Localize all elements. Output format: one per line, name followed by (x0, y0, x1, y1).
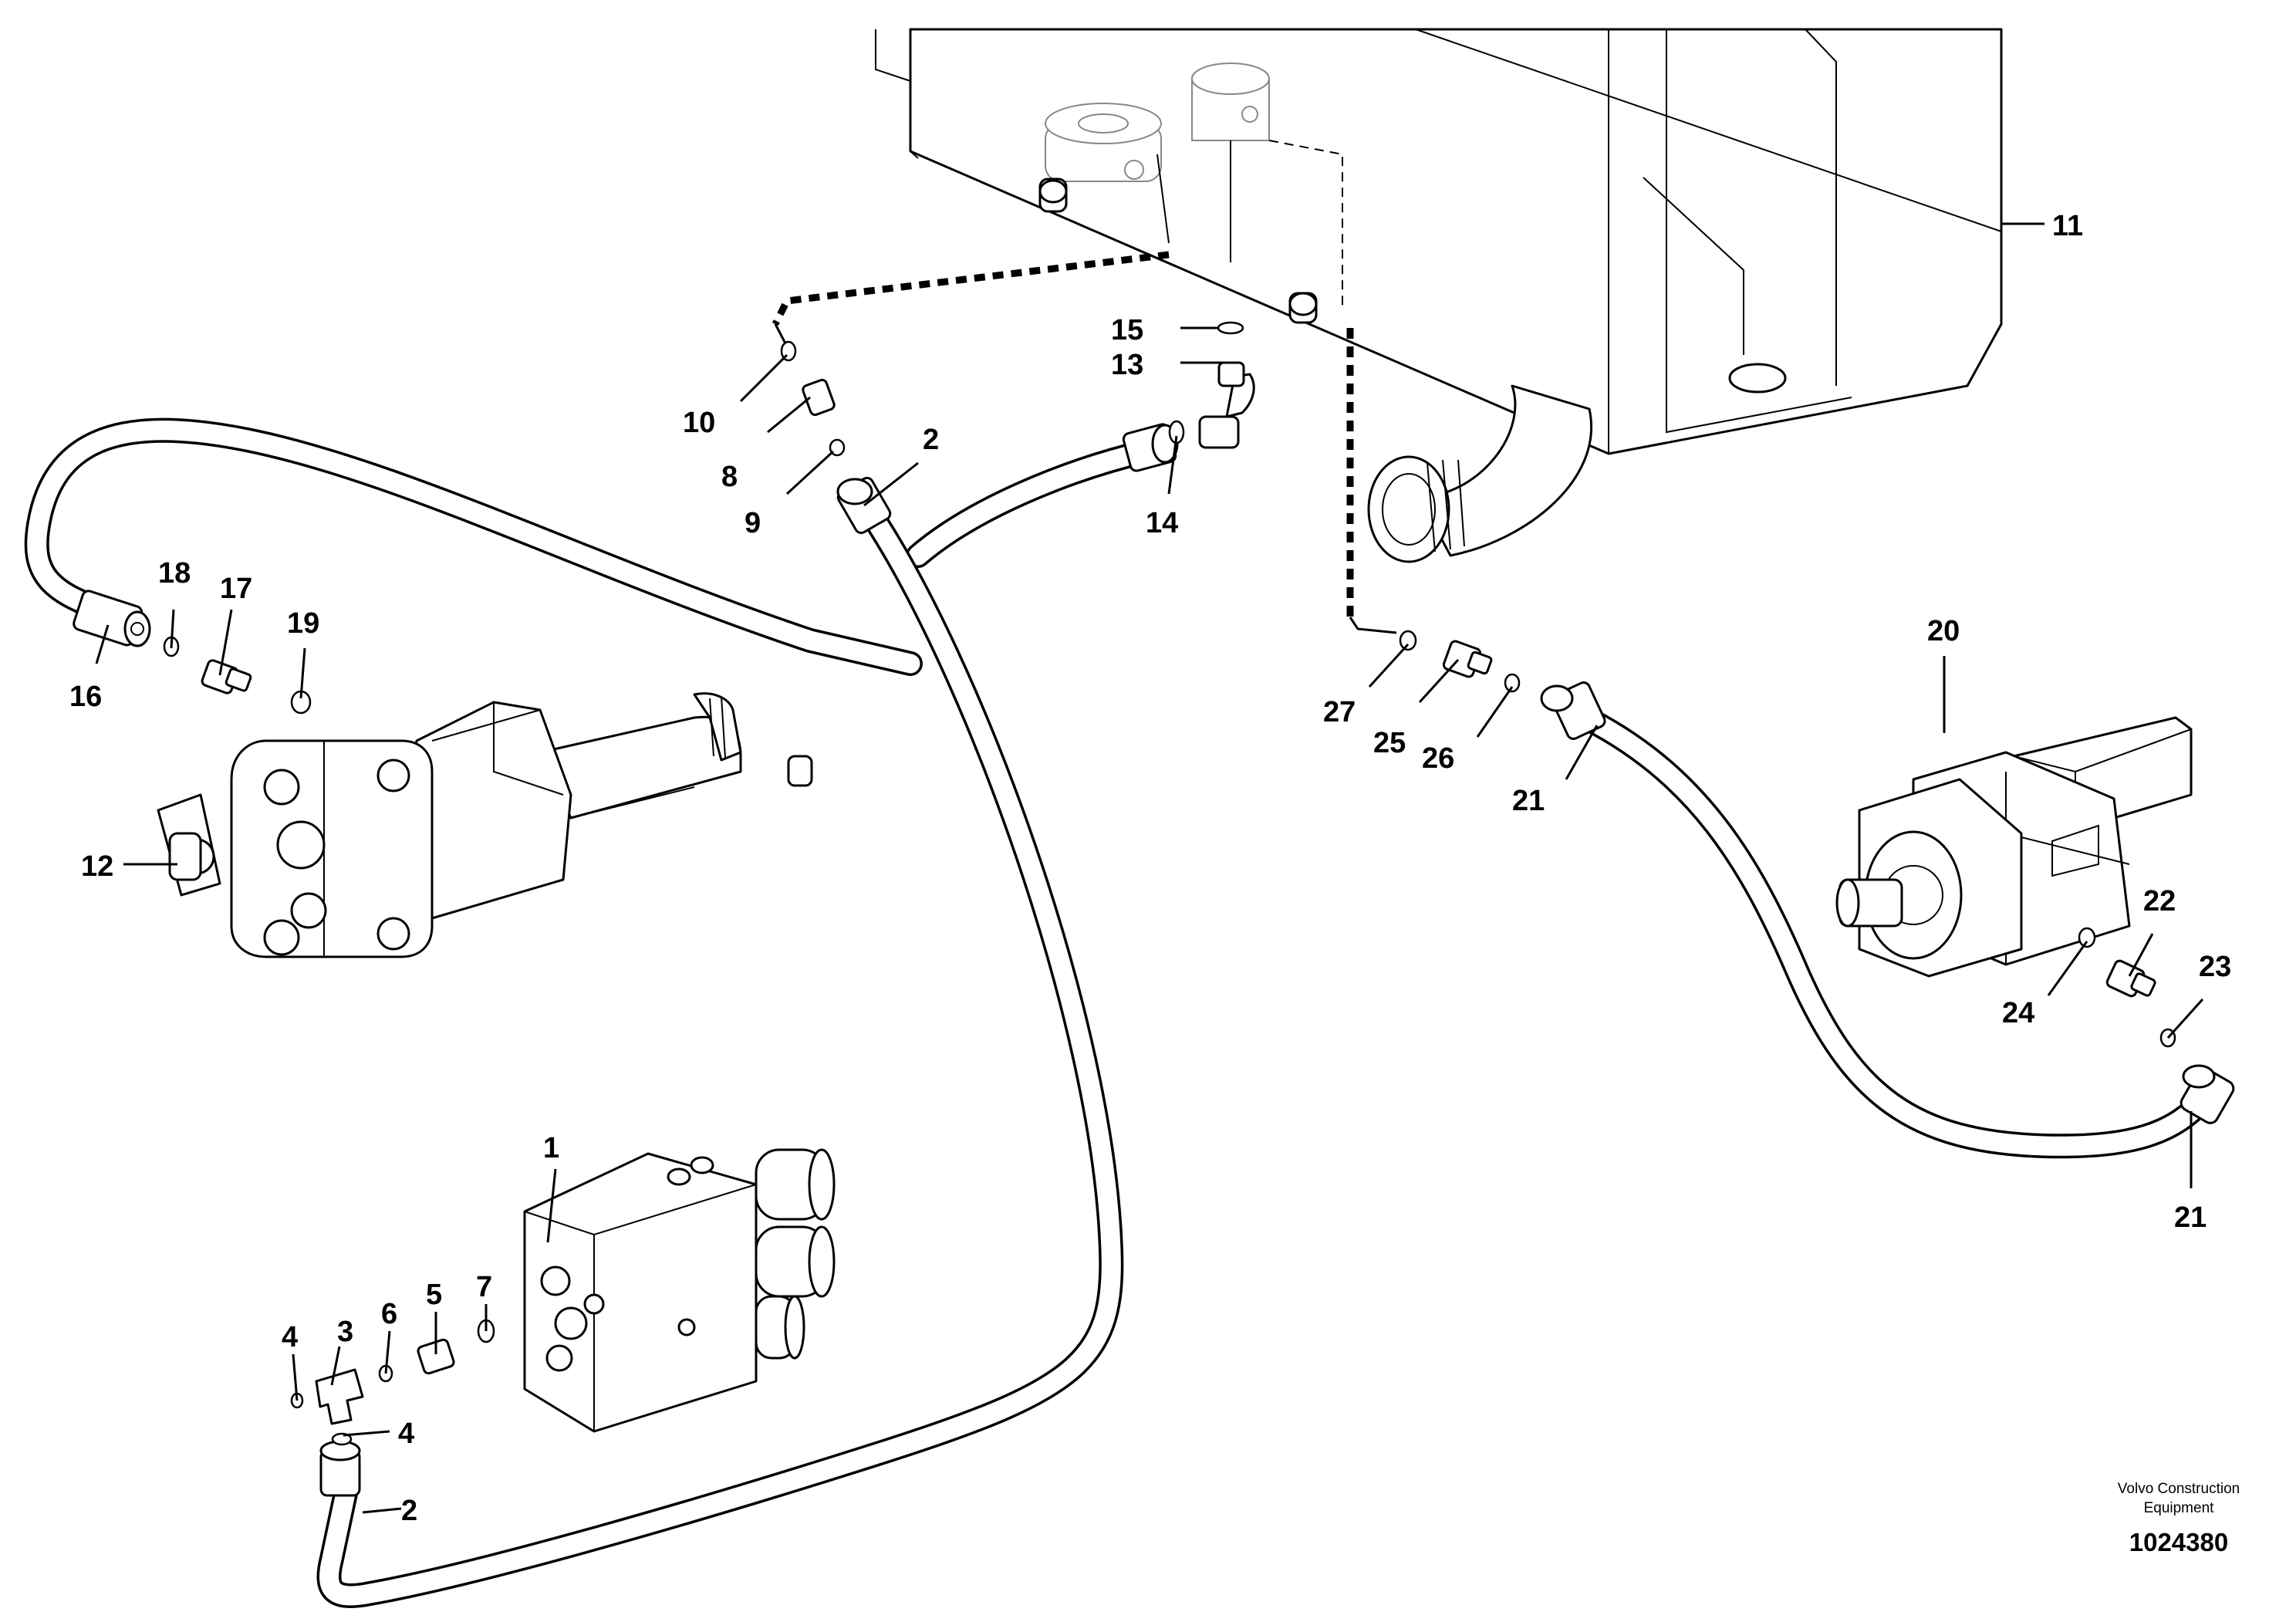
valve-block (523, 1148, 836, 1433)
callout-2: 2 (401, 1495, 417, 1527)
callout-17: 17 (220, 573, 252, 605)
callout-27: 27 (1323, 696, 1356, 728)
callout-12: 12 (81, 850, 113, 883)
callout-1: 1 (543, 1132, 559, 1164)
callout-24: 24 (2002, 997, 2034, 1029)
callout-21: 21 (2174, 1201, 2207, 1234)
brand-line-2: Equipment (2144, 1500, 2215, 1516)
callout-19: 19 (287, 607, 319, 640)
callout-2: 2 (923, 424, 939, 456)
callout-9: 9 (745, 507, 761, 539)
callout-10: 10 (683, 407, 715, 439)
hydraulic-tank (875, 28, 2003, 563)
callout-5: 5 (426, 1279, 442, 1311)
callout-8: 8 (721, 461, 738, 493)
callout-13: 13 (1111, 349, 1143, 381)
callout-4: 4 (398, 1418, 414, 1450)
callout-7: 7 (476, 1271, 492, 1303)
brand-line-1: Volvo Construction (2118, 1481, 2240, 1497)
callout-22: 22 (2143, 885, 2176, 917)
callout-16: 16 (69, 681, 102, 713)
leader-lines (95, 222, 2204, 1514)
hoses (24, 417, 2219, 1608)
callout-18: 18 (158, 557, 191, 590)
callout-11: 11 (2052, 210, 2083, 242)
callout-25: 25 (1373, 727, 1406, 759)
hydraulic-motor (1835, 716, 2193, 978)
callout-labels: 1 2 2 3 4 4 5 6 7 8 9 10 11 12 13 14 15 … (69, 210, 2231, 1527)
callout-14: 14 (1146, 507, 1178, 539)
callout-21: 21 (1512, 785, 1545, 817)
callout-26: 26 (1422, 742, 1454, 775)
drawing-number: 1024380 (2129, 1528, 2228, 1556)
hidden-routing-lines (772, 251, 1397, 634)
footer: Volvo Construction Equipment 1024380 (2118, 1481, 2240, 1556)
callout-15: 15 (1111, 314, 1143, 346)
callout-20: 20 (1927, 615, 1960, 647)
callout-23: 23 (2199, 951, 2231, 983)
hydraulic-pump (157, 692, 742, 958)
callout-6: 6 (381, 1298, 397, 1330)
callout-4: 4 (282, 1321, 298, 1353)
callout-3: 3 (337, 1316, 353, 1348)
